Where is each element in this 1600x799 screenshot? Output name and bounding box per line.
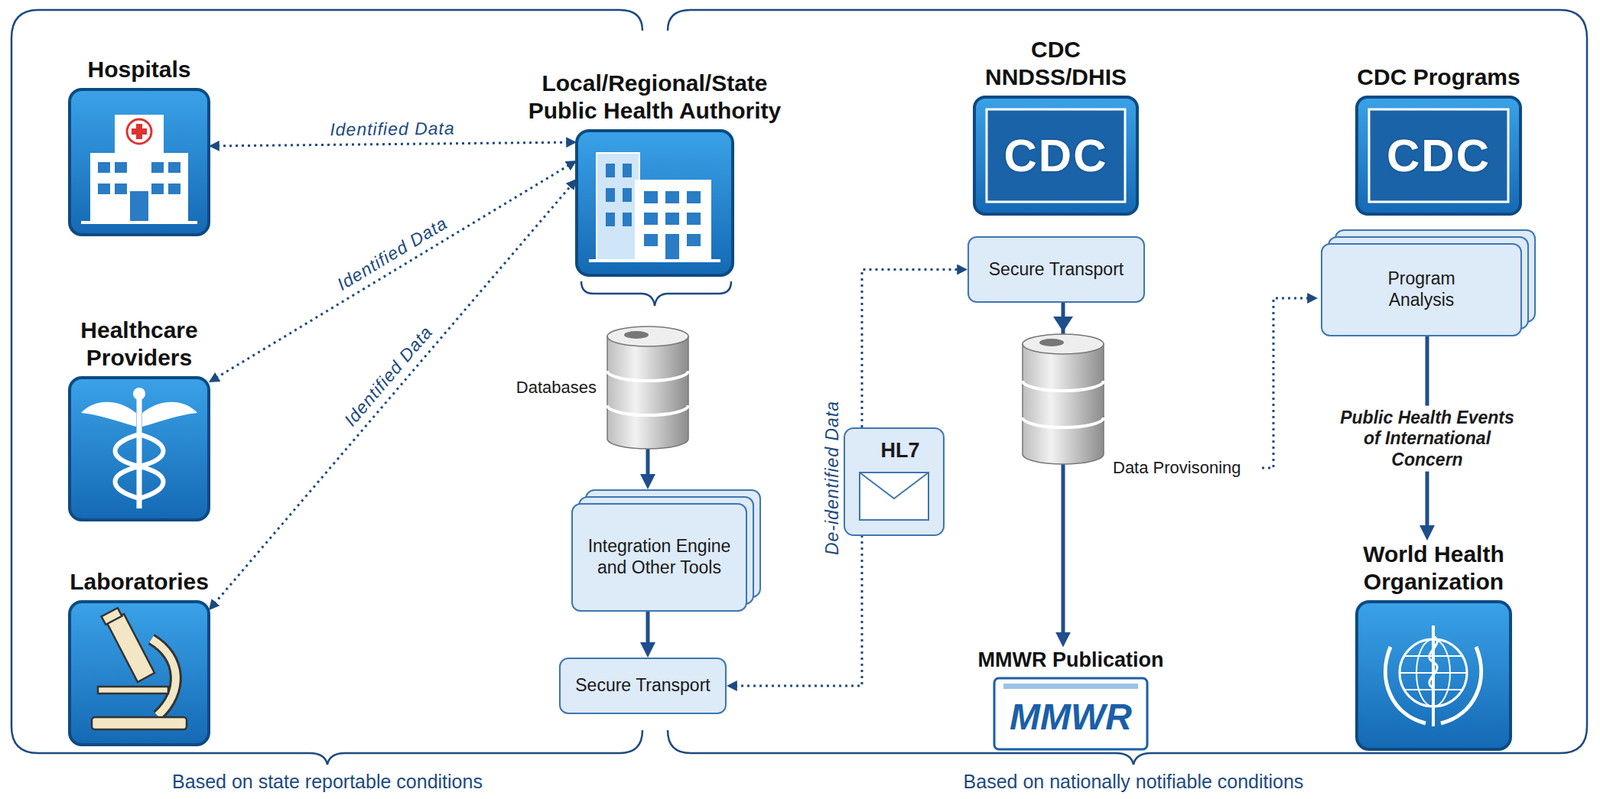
arrow-head [1053, 316, 1074, 332]
icon-area [69, 377, 209, 521]
node-heading: Hospitals [47, 55, 231, 84]
message-format: HL7 [844, 428, 957, 463]
data-flow-line [734, 269, 960, 687]
laboratory-node: Laboratories [69, 568, 209, 745]
cdc-logo-icon [974, 97, 1138, 215]
icon-area [69, 601, 209, 745]
health-authority-node: Local/Regional/State Public Health Autho… [576, 69, 733, 276]
box-text: Secure Transport [575, 675, 710, 697]
database-node: Databases [607, 326, 689, 449]
provider-node: Healthcare Providers [69, 316, 209, 521]
logo-text: CDC [1386, 129, 1491, 183]
caduceus-icon [69, 377, 209, 521]
logo-text: CDC [1004, 129, 1109, 183]
edge-label: Identified Data [333, 212, 452, 295]
node-heading: Laboratories [47, 568, 231, 596]
node-heading: Local/Regional/State Public Health Autho… [509, 69, 800, 125]
icon-area: CDC [1356, 97, 1521, 215]
mmwr-logo [994, 678, 1148, 750]
icon-area [576, 130, 733, 276]
publication-node: MMWR PublicationMMWR [994, 647, 1148, 750]
process-box: Integration Engine and Other Tools [571, 503, 748, 612]
node-heading: MMWR Publication [956, 647, 1186, 673]
database-label: Databases [516, 377, 597, 398]
icon-area [69, 89, 209, 235]
edge-label: De-identified Data [822, 398, 843, 558]
box-text: Program Analysis [1364, 268, 1480, 311]
who-node: World Health Organization [1356, 540, 1511, 750]
database-cylinder [1022, 334, 1104, 465]
flow-arrow [646, 448, 651, 478]
flow-arrow [646, 611, 651, 646]
cdc-programs-node: CDC ProgramsCDC [1356, 63, 1521, 215]
hospital-node: Hospitals [69, 55, 209, 235]
who-emblem-icon [1356, 601, 1511, 750]
data-flow-line [215, 165, 570, 379]
edge-label: Identified Data [340, 321, 438, 431]
message-box: HL7 [844, 428, 957, 536]
box-text: Secure Transport [988, 259, 1124, 281]
icon-area: CDC [974, 97, 1138, 215]
cdc-node: CDC NNDSS/DHIS CDC [974, 35, 1138, 215]
hospital-icon [69, 89, 209, 235]
analysis-stack: Program Analysis [1320, 229, 1536, 337]
region-caption: Based on state reportable conditions [172, 770, 483, 794]
transport-box: Secure Transport [559, 657, 727, 715]
node-heading: CDC Programs [1323, 63, 1554, 92]
node-heading: CDC NNDSS/DHIS [972, 35, 1141, 92]
database-cylinder [607, 326, 689, 449]
node-heading: World Health Organization [1326, 540, 1542, 596]
logo-text: MMWR [1009, 695, 1132, 739]
data-flow-line [217, 142, 569, 147]
region-bracket [667, 9, 1587, 765]
cdc-logo-icon [1356, 97, 1521, 215]
region-caption: Based on nationally notifiable condition… [963, 770, 1305, 794]
transport-box: Secure Transport [967, 236, 1145, 303]
building-icon [576, 130, 733, 276]
authority-bracket [581, 281, 732, 306]
box-text: Integration Engine and Other Tools [582, 536, 737, 579]
microscope-icon [69, 601, 209, 745]
process-box: Program Analysis [1320, 243, 1522, 337]
edge-label: Identified Data [329, 117, 456, 140]
node-heading: Healthcare Providers [47, 316, 231, 372]
icon-area [1356, 601, 1511, 750]
icon-area: MMWR [994, 678, 1148, 750]
region-bracket [11, 9, 643, 765]
flow-label: Data Provisoning [1112, 458, 1242, 479]
tool-stack: Integration Engine and Other Tools [571, 489, 761, 612]
provisioning-line [1261, 298, 1310, 469]
edge-label: Public Health Events of International Co… [1331, 405, 1523, 472]
